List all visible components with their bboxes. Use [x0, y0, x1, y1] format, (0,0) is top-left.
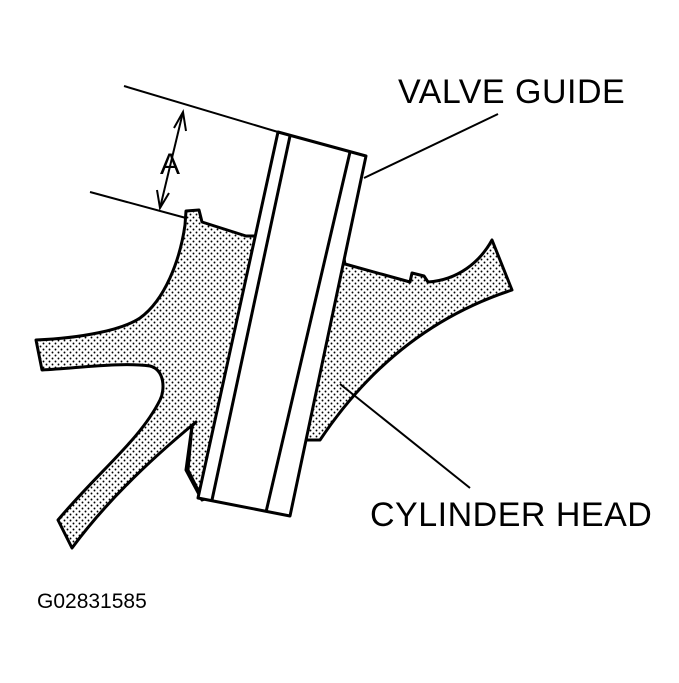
cylinder-head-leader-line: [339, 383, 471, 489]
dimension-arrow-line: [159, 111, 184, 209]
dimension-label: A: [160, 148, 180, 181]
dimension-extension-top: [123, 85, 279, 133]
cylinder-head-label: CYLINDER HEAD: [370, 496, 652, 534]
casting-edge-line: [186, 425, 204, 499]
dimension-extension-bottom: [89, 191, 187, 219]
valve-guide-bore-line-left: [210, 135, 292, 501]
valve-guide-bore-line-right: [264, 151, 352, 513]
valve-guide-label: VALVE GUIDE: [398, 73, 625, 111]
valve-guide-leader-line: [363, 113, 499, 179]
arrowhead-bottom-icon: [156, 189, 170, 211]
valve-guide-body: [196, 130, 368, 518]
arrowhead-top-icon: [173, 109, 187, 132]
figure-code: G02831585: [37, 590, 147, 613]
